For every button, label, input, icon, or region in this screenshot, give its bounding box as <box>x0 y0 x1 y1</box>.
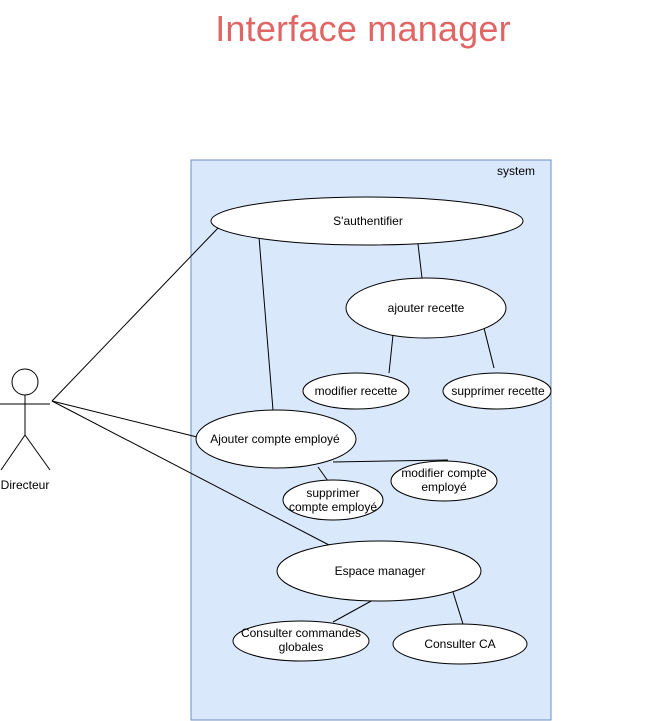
use-case-edit-employee-label-2: employé <box>421 480 467 494</box>
association-director-manager-space <box>51 400 330 546</box>
system-label: system <box>497 164 535 178</box>
actor-director-label: Directeur <box>1 478 50 492</box>
association-director-authenticate <box>51 226 220 402</box>
use-case-authenticate <box>210 196 524 246</box>
link-authenticate-add-recipe <box>417 243 423 279</box>
use-case-authenticate-label: S'authentifier <box>333 214 403 228</box>
use-case-view-orders <box>232 620 370 662</box>
use-case-delete-recipe <box>442 372 552 410</box>
use-case-view-revenue <box>392 623 528 665</box>
use-case-edit-recipe-label: modifier recette <box>315 384 398 398</box>
actor-left-leg <box>0 434 26 471</box>
use-case-view-orders-label-1: Consulter commandes <box>241 626 361 640</box>
link-manager-space-view-orders <box>332 599 374 623</box>
actor-director <box>0 368 51 471</box>
use-case-edit-employee-label-1: modifier compte <box>401 466 487 480</box>
use-case-view-orders-label-2: globales <box>279 640 324 654</box>
use-case-add-recipe <box>345 277 507 339</box>
use-case-edit-employee <box>390 460 498 502</box>
use-case-manager-space <box>276 540 482 602</box>
actor-head <box>11 368 39 396</box>
use-case-delete-employee-label-1: supprimer <box>306 486 359 500</box>
use-case-view-revenue-label: Consulter CA <box>424 637 495 651</box>
use-case-add-recipe-label: ajouter recette <box>388 301 465 315</box>
association-director-add-employee <box>51 400 198 438</box>
actor-right-leg <box>24 434 51 471</box>
use-case-add-employee <box>195 409 357 469</box>
diagram-title: Interface manager <box>215 8 511 49</box>
link-manager-space-view-revenue <box>452 591 464 625</box>
link-add-employee-delete-employee <box>317 466 329 482</box>
link-add-employee-edit-employee <box>332 459 449 463</box>
use-case-manager-space-label: Espace manager <box>335 564 426 578</box>
link-authenticate-add-employee <box>258 236 274 411</box>
use-case-add-employee-label: Ajouter compte employé <box>210 432 340 446</box>
use-case-delete-employee-label-2: compte employé <box>289 500 377 514</box>
link-add-recipe-delete-recipe <box>483 327 495 369</box>
link-add-recipe-edit-recipe <box>388 334 394 374</box>
use-case-delete-recipe-label: supprimer recette <box>451 384 545 398</box>
use-case-edit-recipe <box>302 372 410 410</box>
use-case-delete-employee <box>282 479 384 521</box>
